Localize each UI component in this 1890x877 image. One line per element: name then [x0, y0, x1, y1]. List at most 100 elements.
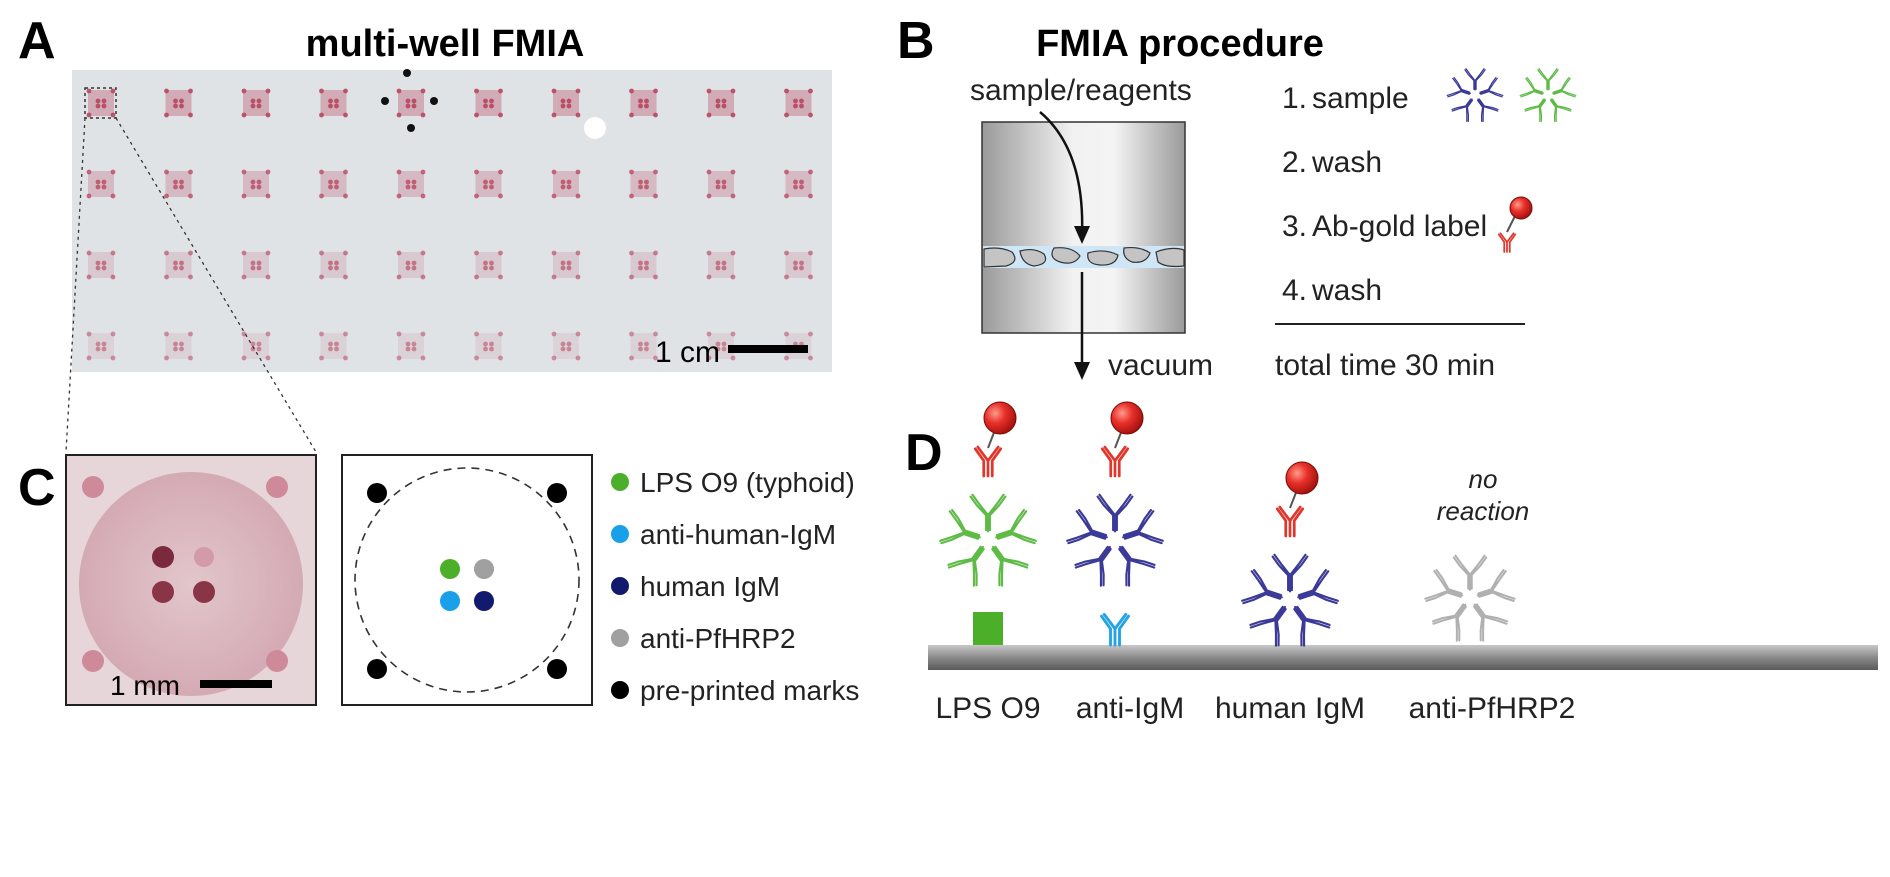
well: [629, 331, 658, 361]
spot-lps: [440, 559, 460, 579]
panel-b-title: FMIA procedure: [1036, 23, 1324, 65]
panel-d-letter: D: [905, 424, 943, 482]
well-schematic: [341, 454, 593, 706]
well: [706, 250, 736, 280]
well: [164, 88, 193, 118]
well: [86, 331, 116, 361]
spot-anti-igm: [440, 591, 460, 611]
well: [474, 169, 503, 199]
well: [319, 250, 348, 280]
panel-c-letter: C: [18, 459, 56, 517]
assay-anti-pfhrp2: no reaction: [1425, 464, 1530, 642]
well: [629, 169, 658, 199]
step-4-text: wash: [1311, 274, 1382, 307]
well: [396, 331, 426, 361]
well: [784, 169, 813, 199]
well: [86, 250, 116, 280]
legend-swatch-anti-igm: [611, 525, 629, 543]
step-2-text: wash: [1311, 146, 1382, 179]
well: [784, 88, 813, 118]
reflection-spot: [584, 117, 606, 139]
membrane-sheet: [72, 70, 832, 372]
well: [629, 250, 658, 280]
step-4-num: 4.: [1282, 274, 1307, 307]
panel-a-title: multi-well FMIA: [306, 23, 585, 65]
d-label-human-igm: human IgM: [1215, 692, 1365, 725]
well: [474, 331, 503, 361]
zoom-line-right: [115, 117, 317, 453]
surface-bar: [928, 645, 1878, 670]
well: [474, 88, 503, 118]
lps-antigen: [973, 612, 1003, 645]
output-arrowhead: [1074, 362, 1090, 380]
step-2-num: 2.: [1282, 146, 1307, 179]
well: [164, 250, 193, 280]
spot-anti-pfhrp2: [474, 559, 494, 579]
scale-label-c: 1 mm: [110, 670, 180, 701]
well: [319, 88, 348, 118]
total-time: total time 30 min: [1275, 349, 1495, 382]
well: [396, 169, 426, 199]
legend-label-marks: pre-printed marks: [640, 675, 859, 706]
well: [551, 250, 581, 280]
scale-bar-c: [200, 680, 272, 688]
procedure-steps: 1. sample 2. wash 3. Ab-gold label 4. wa…: [1282, 82, 1487, 307]
gold-label-antibody-icon: [1497, 196, 1533, 253]
well: [396, 250, 426, 280]
panel-b-letter: B: [897, 12, 935, 70]
well: [551, 331, 581, 361]
well: [164, 331, 193, 361]
assay-human-igm: [1242, 461, 1339, 647]
assay-lps: [940, 401, 1037, 645]
well: [241, 331, 271, 361]
step-1-num: 1.: [1282, 82, 1307, 115]
input-label: sample/reagents: [970, 74, 1192, 107]
legend-swatch-lps: [611, 473, 629, 491]
scale-label-a: 1 cm: [655, 336, 720, 369]
well: [784, 250, 813, 280]
spot-human-igm: [474, 591, 494, 611]
well: [319, 331, 348, 361]
sample-igm-navy-icon: [1447, 69, 1503, 122]
d-label-anti-igm: anti-IgM: [1076, 692, 1184, 725]
well: [629, 88, 658, 118]
legend-label-anti-pfhrp2: anti-PfHRP2: [640, 623, 796, 654]
well: [241, 250, 271, 280]
well: [241, 88, 271, 118]
step-1-text: sample: [1312, 82, 1409, 115]
legend-swatch-marks: [611, 681, 629, 699]
well-photo: [65, 454, 317, 706]
well: [706, 169, 736, 199]
input-arrow: [1039, 111, 1084, 236]
well: [164, 169, 193, 199]
well: [396, 88, 426, 118]
legend-label-human-igm: human IgM: [640, 571, 780, 602]
step-3-num: 3.: [1282, 210, 1307, 243]
legend: LPS O9 (typhoid) anti-human-IgM human Ig…: [611, 467, 859, 706]
assay-anti-igm: [1067, 401, 1164, 647]
output-label: vacuum: [1108, 349, 1213, 382]
well: [551, 169, 581, 199]
no-reaction-line1: no: [1469, 464, 1498, 494]
sample-igm-green-icon: [1520, 69, 1576, 122]
panel-a-letter: A: [18, 12, 56, 70]
well: [474, 250, 503, 280]
d-label-anti-pfhrp2: anti-PfHRP2: [1409, 692, 1576, 725]
well: [706, 88, 736, 118]
scale-bar-a: [728, 345, 808, 353]
legend-swatch-human-igm: [611, 577, 629, 595]
well: [551, 88, 581, 118]
input-arrowhead: [1074, 226, 1090, 244]
legend-swatch-anti-pfhrp2: [611, 629, 629, 647]
legend-label-anti-igm: anti-human-IgM: [640, 519, 836, 550]
d-label-lps: LPS O9: [935, 692, 1040, 725]
well: [319, 169, 348, 199]
well: [86, 169, 116, 199]
well: [86, 88, 116, 118]
alignment-marks: [381, 69, 438, 132]
no-reaction-line2: reaction: [1437, 496, 1530, 526]
legend-label-lps: LPS O9 (typhoid): [640, 467, 855, 498]
well: [706, 331, 736, 361]
well: [241, 169, 271, 199]
